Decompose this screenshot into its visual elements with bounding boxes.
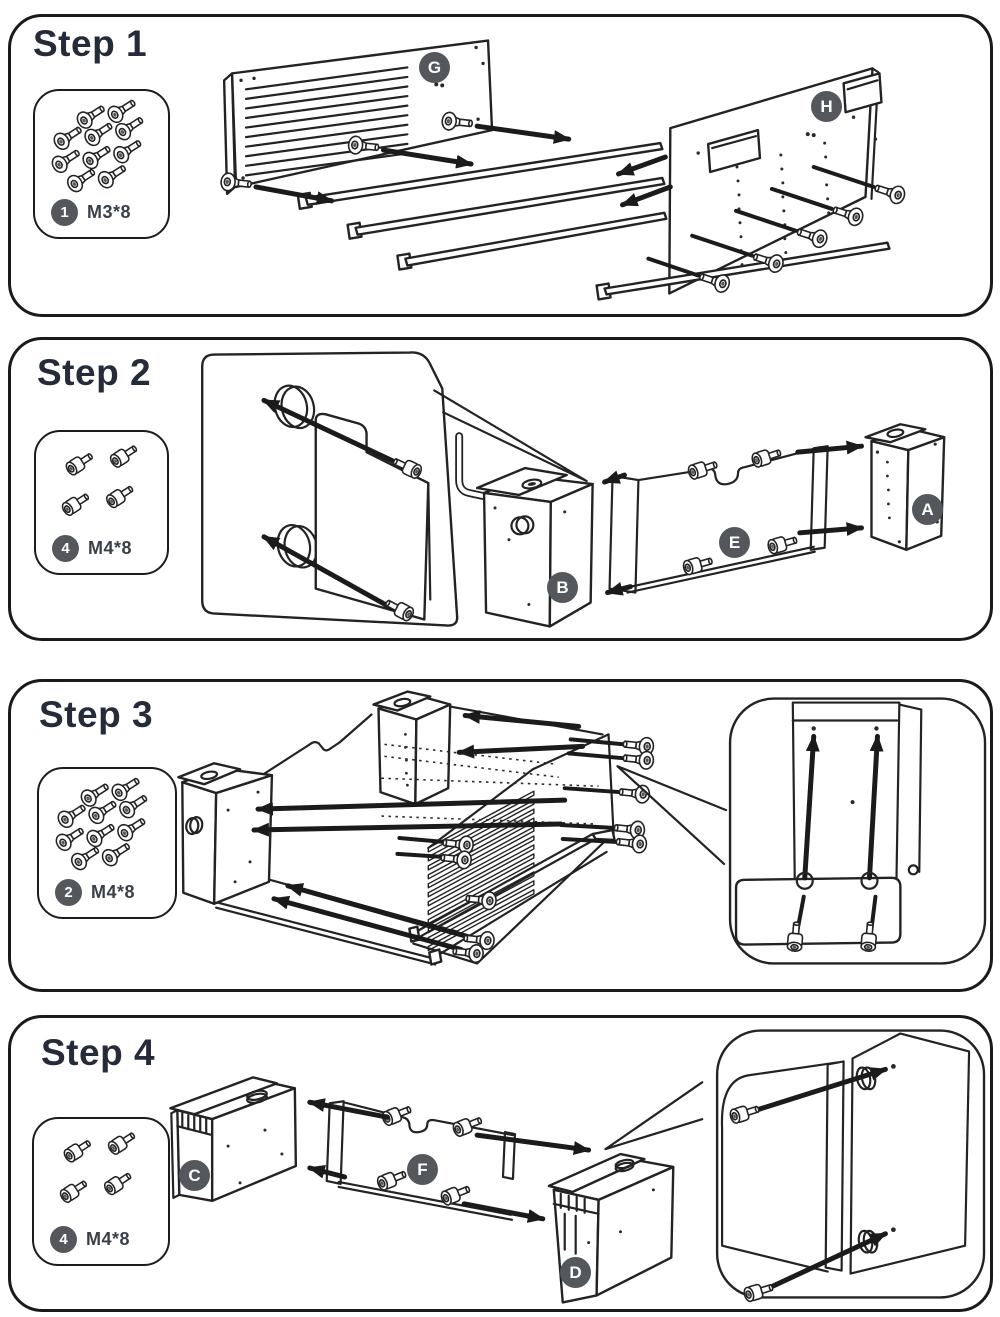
louver-vent-drawing <box>427 790 535 952</box>
step-3-panel: Step 3 2 M4*8 <box>8 679 993 992</box>
step-4-hardware-box: 4 M4*8 <box>32 1117 170 1266</box>
part-label-a: A <box>912 494 943 525</box>
step-4-assembly-diagram <box>169 1029 986 1304</box>
callout-wedge <box>433 389 588 483</box>
step-1-assembly-diagram <box>219 39 908 301</box>
part-label-c: C <box>179 1160 210 1191</box>
panel-h-screws <box>646 165 908 295</box>
part-label-e: E <box>719 527 750 558</box>
part-label-g: G <box>419 52 450 83</box>
panel-screws <box>395 734 656 964</box>
corner-bracket-drawing <box>314 412 432 621</box>
step-2-panel: Step 2 4 M4*8 <box>8 337 993 641</box>
step-3-assembly-diagram <box>177 690 987 966</box>
screw-icons <box>48 97 148 196</box>
bracket-arrows <box>261 397 425 624</box>
rear-panel-h-drawing <box>616 67 883 295</box>
step-1-title: Step 1 <box>33 23 148 64</box>
step-2-hardware-box: 4 M4*8 <box>34 430 169 575</box>
hardware-row: 4 M4*8 <box>52 535 132 562</box>
part-label-h: H <box>811 91 842 122</box>
front-rail-drawing <box>595 241 891 301</box>
fastening-arrows <box>253 123 572 206</box>
step-3-title: Step 3 <box>39 694 154 735</box>
step-4-panel: Step 4 4 M4*8 <box>8 1015 993 1312</box>
hardware-row: 4 M4*8 <box>50 1226 130 1253</box>
step-1-hardware-box: 1 M3*8 <box>33 89 170 239</box>
fastening-arrows <box>307 1098 592 1223</box>
detail-inset <box>715 1029 986 1304</box>
part-label-b: B <box>547 572 578 603</box>
step-4-title: Step 4 <box>41 1032 156 1073</box>
box-b-drawing <box>475 466 594 628</box>
screw-icons <box>52 775 152 874</box>
box-a-drawing <box>864 423 946 551</box>
hardware-item-number: 4 <box>52 535 79 562</box>
hardware-item-number: 1 <box>51 199 78 226</box>
callout-wedge <box>616 765 728 865</box>
box-d-drawing <box>547 1152 675 1304</box>
hardware-row: 1 M3*8 <box>51 199 131 226</box>
screw-icons <box>59 441 141 518</box>
rear-corner-box-drawing <box>372 690 452 806</box>
cross-rails-drawing <box>296 141 668 271</box>
step-1-panel: Step 1 1 M3*8 <box>8 14 993 317</box>
hardware-item-number: 4 <box>50 1226 77 1253</box>
left-corner-box-drawing <box>177 762 274 905</box>
callout-wedge <box>604 1081 704 1151</box>
screw-icons <box>57 1128 139 1205</box>
step-2-title: Step 2 <box>37 352 152 393</box>
box-c-drawing <box>169 1076 298 1203</box>
brace-e-drawing <box>602 440 865 596</box>
hardware-row: 2 M4*8 <box>55 879 135 906</box>
fastening-arrows <box>251 709 586 953</box>
part-label-d: D <box>560 1257 591 1288</box>
hardware-item-number: 2 <box>55 879 82 906</box>
detail-inset <box>728 697 987 965</box>
allen-key-icon <box>455 432 488 500</box>
screw-spec: M3*8 <box>87 202 132 222</box>
screw-spec: M4*8 <box>91 882 136 902</box>
screw-spec: M4*8 <box>88 538 133 558</box>
screw-spec: M4*8 <box>86 1229 131 1249</box>
part-label-f: F <box>407 1154 438 1185</box>
step-3-hardware-box: 2 M4*8 <box>37 767 177 919</box>
